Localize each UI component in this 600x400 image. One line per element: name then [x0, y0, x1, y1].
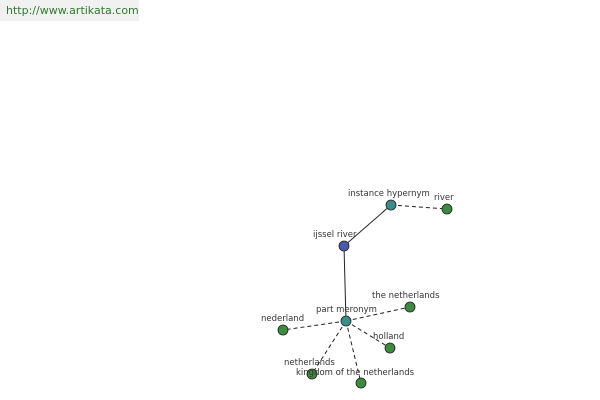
- node-label-kingdom: kingdom of the netherlands: [296, 368, 415, 378]
- edge-meronym-kingdom: [345, 320, 362, 384]
- edge-hypernym-river: [390, 204, 448, 210]
- edge-meronym-netherlands: [311, 320, 347, 375]
- edges-layer: [282, 204, 448, 384]
- labels-layer: ijssel river instance hypernym river part m…: [261, 189, 454, 378]
- edge-ijssel-meronym: [343, 245, 347, 322]
- edge-meronym-holland: [345, 320, 391, 349]
- node-netherlands[interactable]: [306, 368, 318, 380]
- node-label-netherlands: netherlands: [284, 358, 335, 368]
- node-river[interactable]: [441, 203, 453, 215]
- node-label-river: river: [434, 193, 454, 203]
- edge-ijssel-hypernym: [343, 204, 392, 247]
- node-label-hypernym: instance hypernym: [348, 189, 430, 199]
- node-nederland[interactable]: [277, 324, 289, 336]
- node-label-ijssel: ijssel river: [313, 230, 357, 240]
- node-label-meronym: part meronym: [316, 305, 377, 315]
- edge-meronym-the_netherlands: [345, 306, 411, 322]
- nodes-layer: [277, 199, 453, 389]
- node-ijssel[interactable]: [338, 240, 350, 252]
- node-hypernym[interactable]: [385, 199, 397, 211]
- node-kingdom[interactable]: [355, 377, 367, 389]
- node-label-holland: holland: [373, 332, 404, 342]
- site-url-link[interactable]: http://www.artikata.com: [0, 0, 139, 21]
- node-label-nederland: nederland: [261, 314, 304, 324]
- edge-meronym-nederland: [282, 320, 347, 331]
- node-holland[interactable]: [384, 342, 396, 354]
- node-label-the-netherlands: the netherlands: [372, 291, 440, 301]
- node-meronym[interactable]: [340, 315, 352, 327]
- node-the-netherlands[interactable]: [404, 301, 416, 313]
